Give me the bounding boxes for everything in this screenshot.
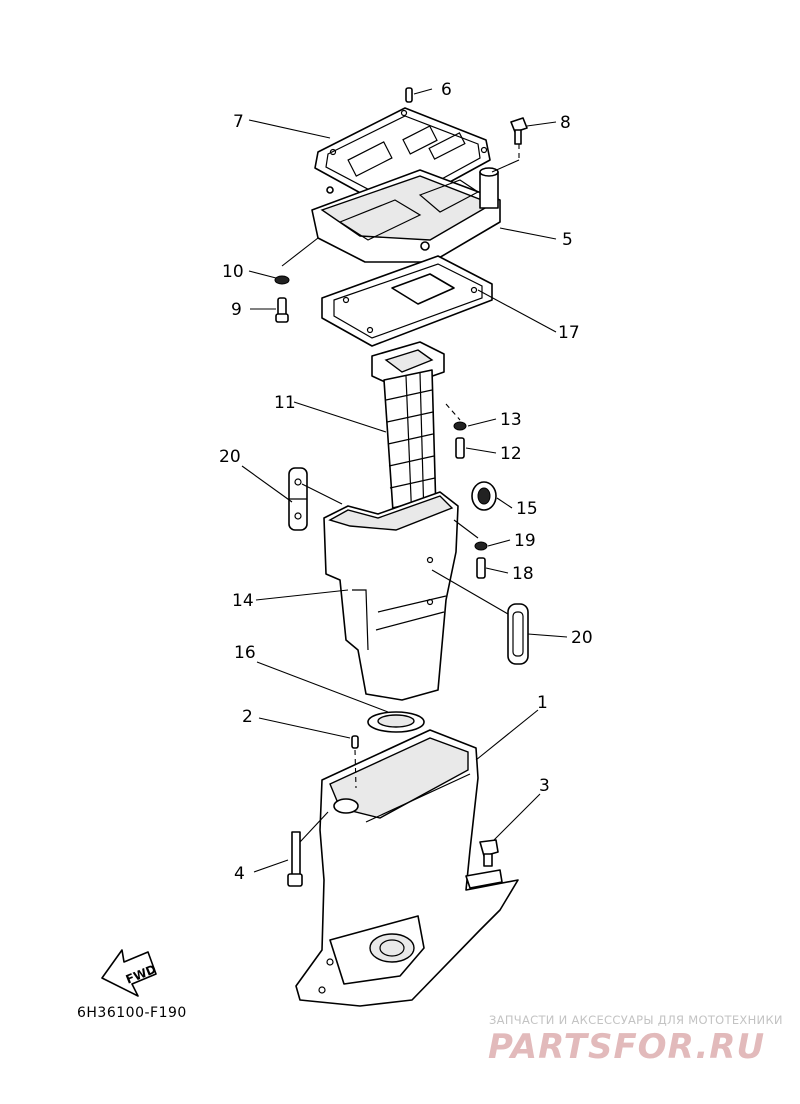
gasket-lower-part-17 bbox=[321, 255, 493, 347]
seal-part-15 bbox=[471, 481, 497, 511]
washer-part-19 bbox=[474, 541, 488, 551]
callout-11: 11 bbox=[274, 393, 296, 413]
exhaust-guide-part-11 bbox=[371, 341, 445, 527]
washer-part-13 bbox=[453, 421, 467, 431]
callout-20-lower: 20 bbox=[571, 628, 593, 648]
lower-casing-part-1 bbox=[295, 729, 519, 1007]
callout-6: 6 bbox=[441, 80, 452, 100]
watermark: ЗАПЧАСТИ И АКСЕССУАРЫ ДЛЯ МОТОТЕХНИКИ PA… bbox=[488, 1013, 783, 1067]
pin-part-2 bbox=[351, 735, 359, 749]
callout-3: 3 bbox=[539, 776, 550, 796]
callout-5: 5 bbox=[562, 230, 573, 250]
watermark-tagline: ЗАПЧАСТИ И АКСЕССУАРЫ ДЛЯ МОТОТЕХНИКИ bbox=[489, 1013, 783, 1027]
callout-numbers: 6 7 8 5 10 9 17 11 13 12 20 15 19 18 14 … bbox=[219, 80, 593, 884]
callout-1: 1 bbox=[537, 693, 548, 713]
callout-14: 14 bbox=[232, 591, 254, 611]
bolt-part-9 bbox=[275, 297, 289, 323]
bolt-part-12 bbox=[455, 437, 465, 459]
callout-13: 13 bbox=[500, 410, 522, 430]
callout-9: 9 bbox=[231, 300, 242, 320]
callout-17: 17 bbox=[558, 323, 580, 343]
callout-8: 8 bbox=[560, 113, 571, 133]
callout-10: 10 bbox=[222, 262, 244, 282]
callout-19: 19 bbox=[514, 531, 536, 551]
callout-15: 15 bbox=[516, 499, 538, 519]
rubber-mount-part-20-lower bbox=[507, 603, 529, 665]
watermark-logo: PARTSFOR.RU bbox=[488, 1027, 765, 1067]
fwd-arrow: FWD bbox=[101, 949, 158, 997]
callout-20-upper: 20 bbox=[219, 447, 241, 467]
upper-casing-part-14 bbox=[323, 491, 459, 701]
grommet-part-16 bbox=[367, 711, 425, 733]
bolt-part-8 bbox=[510, 117, 528, 145]
mount-housing-part-5 bbox=[311, 167, 501, 263]
callout-7: 7 bbox=[233, 112, 244, 132]
callout-12: 12 bbox=[500, 444, 522, 464]
callout-16: 16 bbox=[234, 643, 256, 663]
bolt-part-18 bbox=[476, 557, 486, 579]
clip-part-3 bbox=[479, 839, 499, 867]
leader-lines bbox=[241, 88, 568, 873]
rubber-mount-part-20-upper bbox=[288, 467, 308, 531]
dowel-pin-part-6 bbox=[405, 87, 413, 103]
diagram-code: 6H36100-F190 bbox=[77, 1005, 187, 1021]
callout-18: 18 bbox=[512, 564, 534, 584]
long-bolt-part-4 bbox=[287, 831, 303, 887]
callout-4: 4 bbox=[234, 864, 245, 884]
washer-part-10 bbox=[274, 275, 290, 285]
callout-2: 2 bbox=[242, 707, 253, 727]
